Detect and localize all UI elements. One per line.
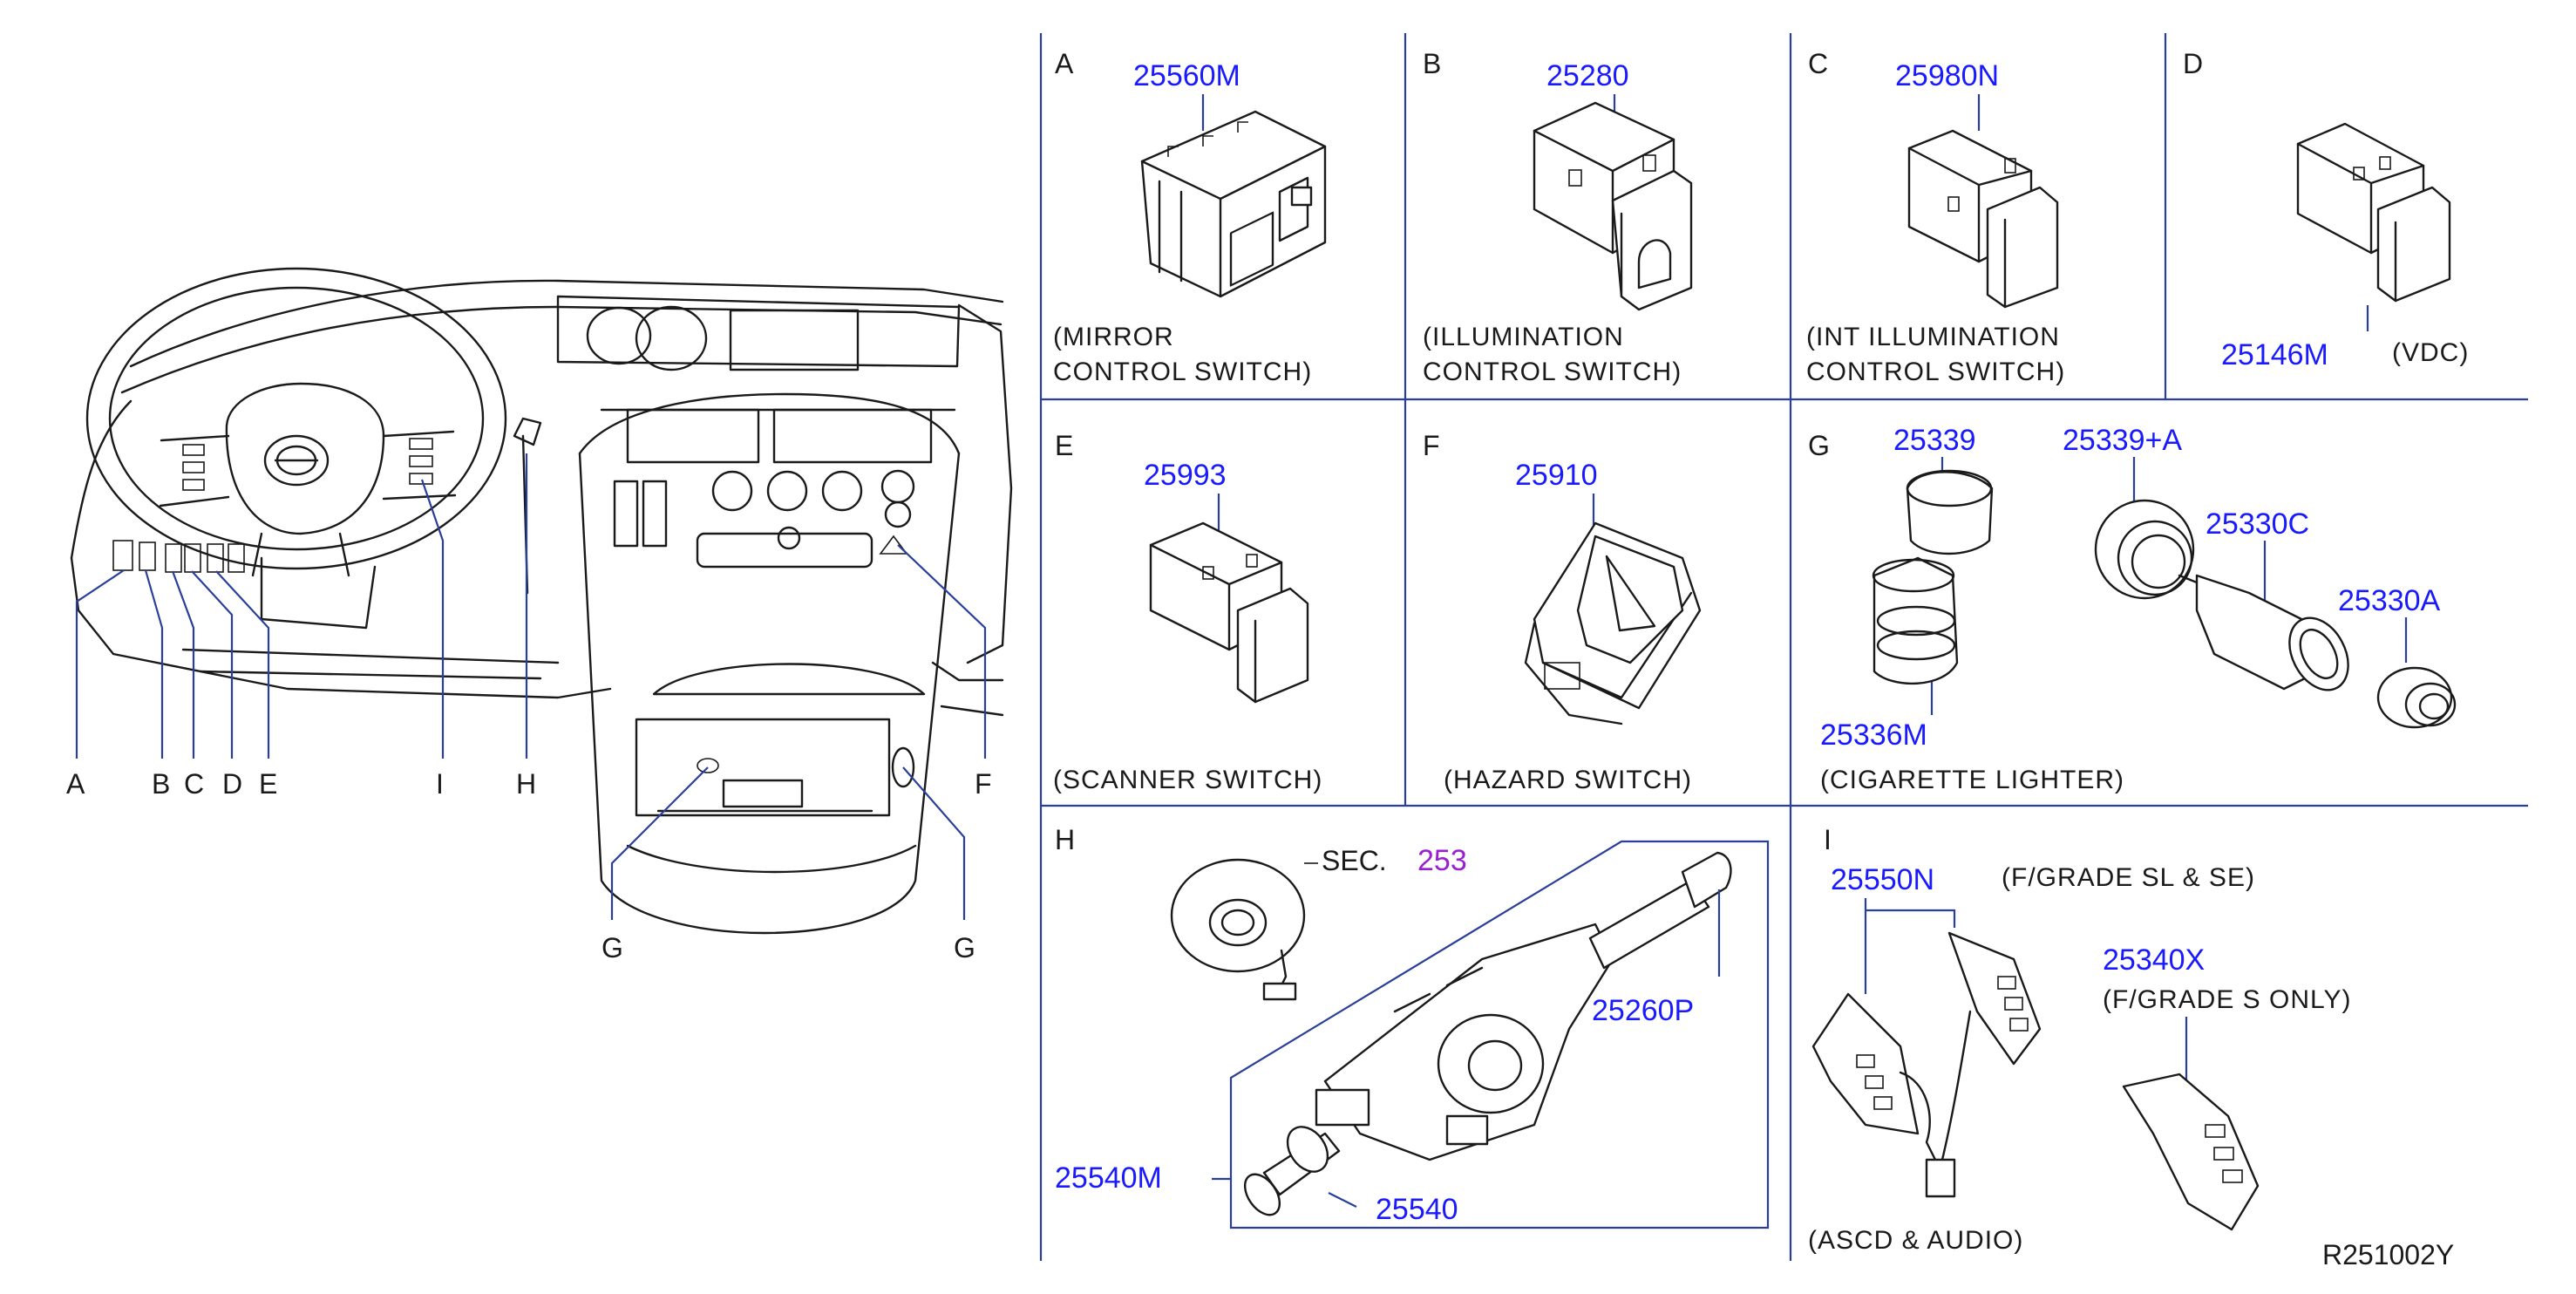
dashboard-overview: [70, 267, 1013, 935]
diagram-code: R251002Y: [2322, 1239, 2454, 1270]
callout-c: C: [184, 768, 204, 800]
vdc-switch-drawing: [2296, 122, 2451, 303]
panel-grid: [1039, 33, 2528, 1261]
panel-d-caption: (VDC): [2392, 338, 2469, 367]
panel-b: B 25280 (ILLUMINATION CONTROL SWITCH): [1423, 48, 1693, 386]
panel-h-part-25540m: 25540M: [1055, 1161, 1162, 1195]
panel-e: E 25993 (SCANNER SWITCH): [1053, 430, 1322, 794]
panel-b-letter: B: [1423, 48, 1441, 79]
panel-f-letter: F: [1423, 430, 1440, 461]
callout-a: A: [66, 768, 85, 800]
panel-b-part-number: 25280: [1546, 59, 1629, 92]
combination-switch-drawing: [1243, 851, 1732, 1216]
panel-d-letter: D: [2183, 48, 2203, 79]
panel-e-letter: E: [1055, 430, 1073, 461]
int-illumination-control-switch-drawing: [1907, 129, 2059, 309]
panel-i-note2: (F/GRADE S ONLY): [2103, 985, 2351, 1014]
overview-leaders: [75, 453, 987, 920]
panel-a-caption-line1: (MIRROR: [1053, 323, 1174, 351]
panel-g-letter: G: [1808, 430, 1830, 461]
hazard-switch-drawing: [1524, 521, 1702, 725]
callout-d: D: [222, 768, 242, 800]
panel-g-part-25339: 25339: [1893, 424, 1976, 457]
panel-i-caption: (ASCD & AUDIO): [1808, 1226, 2023, 1255]
panel-i-letter: I: [1824, 824, 1832, 855]
panel-c-caption-line1: (INT ILLUMINATION: [1806, 323, 2060, 351]
panel-f-caption: (HAZARD SWITCH): [1444, 766, 1692, 794]
panel-g-part-25330c: 25330C: [2206, 507, 2309, 541]
panel-a: A 25560M (MIRROR CONTROL SWITCH): [1053, 48, 1327, 386]
overview-callouts: A B C D E I H F G G: [66, 768, 992, 964]
panel-h-letter: H: [1055, 824, 1075, 855]
panel-i: I 25550N (F/GRADE SL & SE) 25340X (F/GRA…: [1808, 824, 2351, 1255]
panel-a-caption-line2: CONTROL SWITCH): [1053, 358, 1312, 386]
panel-g-part-25339a: 25339+A: [2063, 424, 2182, 457]
panel-i-note1: (F/GRADE SL & SE): [2002, 863, 2255, 892]
callout-g-right: G: [954, 932, 975, 964]
panel-b-caption-line1: (ILLUMINATION: [1423, 323, 1624, 351]
callout-b: B: [152, 768, 170, 800]
panel-g-part-25330a: 25330A: [2338, 584, 2441, 617]
steering-switch-drawing: [1811, 931, 2042, 1198]
panel-d: D 25146M (VDC): [2183, 48, 2469, 371]
panel-c: C 25980N (INT ILLUMINATION CONTROL SWITC…: [1806, 48, 2065, 386]
panel-b-caption-line2: CONTROL SWITCH): [1423, 358, 1682, 386]
panel-g-caption: (CIGARETTE LIGHTER): [1820, 766, 2124, 794]
panel-h-part-25540: 25540: [1376, 1193, 1458, 1226]
panel-h-sec-number: 253: [1417, 844, 1467, 877]
panel-f: F 25910 (HAZARD SWITCH): [1423, 430, 1702, 794]
panel-c-letter: C: [1808, 48, 1828, 79]
steering-switch-s-grade-drawing: [2122, 1073, 2260, 1231]
callout-e: E: [259, 768, 277, 800]
panel-f-part-number: 25910: [1515, 459, 1598, 492]
cigarette-lighter-drawing: [1872, 469, 2457, 729]
panel-e-caption: (SCANNER SWITCH): [1053, 766, 1322, 794]
panel-h: H SEC. 253 2: [1055, 824, 1770, 1229]
spiral-cable-drawing: [1170, 858, 1306, 1001]
callout-f: F: [975, 768, 992, 800]
panel-d-part-number: 25146M: [2221, 338, 2328, 371]
panel-a-letter: A: [1055, 48, 1074, 79]
panel-i-part-25550n: 25550N: [1831, 863, 1934, 896]
callout-i: I: [436, 768, 444, 800]
panel-i-part-25340x: 25340X: [2103, 943, 2205, 977]
panel-e-part-number: 25993: [1144, 459, 1227, 492]
panel-c-caption-line2: CONTROL SWITCH): [1806, 358, 2065, 386]
illumination-control-switch-drawing: [1533, 101, 1693, 311]
panel-c-part-number: 25980N: [1895, 59, 1999, 92]
panel-g: G 25339 25339+A 25330C 25330A 25336M: [1808, 424, 2457, 794]
mirror-control-switch-drawing: [1140, 110, 1327, 298]
panel-a-part-number: 25560M: [1133, 59, 1240, 92]
panel-g-part-25336m: 25336M: [1820, 719, 1927, 752]
panel-h-sec-label: SEC.: [1322, 845, 1387, 876]
callout-h: H: [516, 768, 536, 800]
scanner-switch-drawing: [1149, 521, 1309, 704]
panel-h-part-25260p: 25260P: [1592, 994, 1694, 1027]
callout-g-left: G: [602, 932, 623, 964]
